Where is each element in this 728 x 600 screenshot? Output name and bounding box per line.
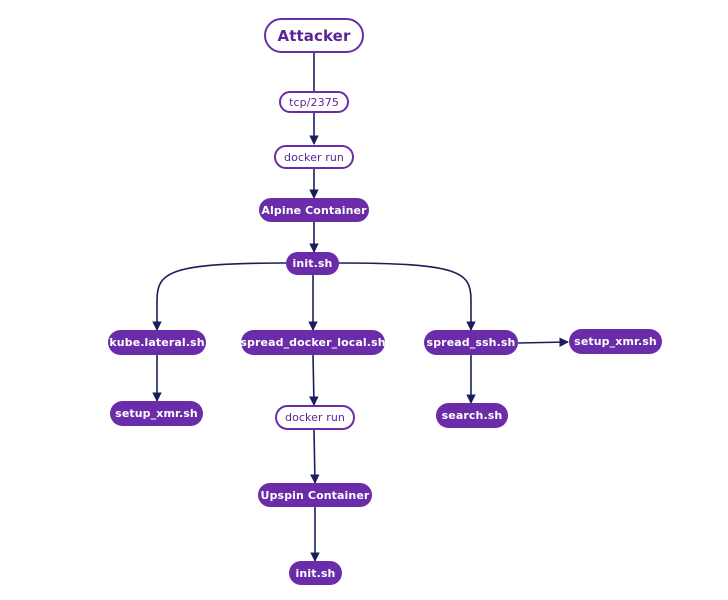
edge-init-spreadssh (338, 262, 476, 331)
kube-lateral-node: kube.lateral.sh (108, 330, 206, 355)
docker-run-node: docker run (274, 145, 354, 169)
search-sh-node: search.sh (436, 403, 508, 428)
setup-xmr-left-node: setup_xmr.sh (110, 401, 203, 426)
alpine-container-node: Alpine Container (259, 198, 369, 222)
attacker-node: Attacker (264, 18, 364, 53)
spread-ssh-node: spread_ssh.sh (424, 330, 518, 355)
docker-run-node-2: docker run (275, 405, 355, 430)
edge-spreaddocker-dockerrun (309, 354, 319, 406)
setup-xmr-right-node: setup_xmr.sh (569, 329, 662, 354)
edge-spreadssh-setupxmr (517, 337, 569, 347)
init-sh-node-2: init.sh (289, 561, 342, 585)
edge-dockerrun-upspin (310, 429, 320, 484)
tcp-port-node: tcp/2375 (279, 91, 349, 113)
init-sh-node: init.sh (286, 252, 339, 275)
edge-init-kube (152, 262, 287, 331)
spread-docker-local-node: spread_docker_local.sh (240, 330, 386, 355)
upspin-container-node: Upspin Container (258, 483, 372, 507)
